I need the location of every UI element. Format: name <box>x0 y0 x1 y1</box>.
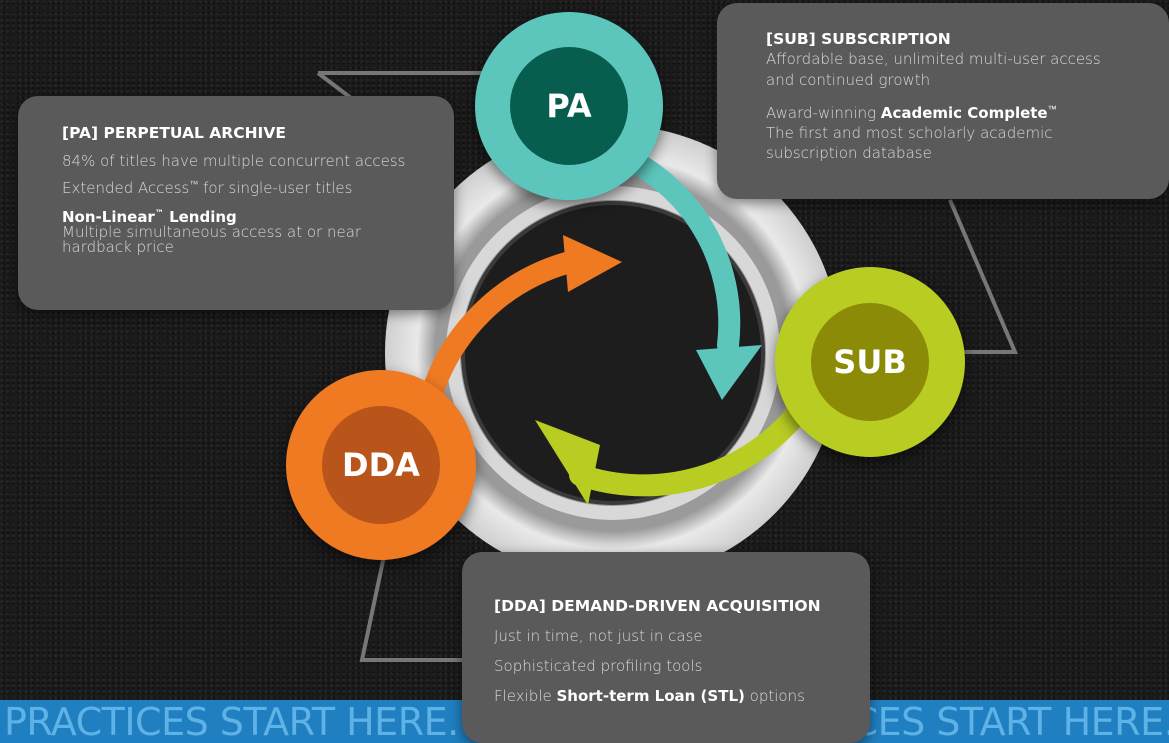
sub-award-winning: Award-winning <box>766 104 881 122</box>
pa-node-label: PA <box>510 47 628 165</box>
pa-line-1: 84% of titles have multiple concurrent a… <box>62 152 406 170</box>
sub-connector-line <box>948 199 1019 354</box>
sub-line-4: The first and most scholarly academic <box>766 124 1053 142</box>
dda-info-box: [DDA] DEMAND-DRIVEN ACQUISITION Just in … <box>462 552 870 743</box>
trademark: ™ <box>154 209 164 219</box>
pa-line-3: Non-Linear™ Lending <box>62 206 454 225</box>
pa-non-linear: Non-Linear <box>62 208 155 226</box>
sub-node-label: SUB <box>811 303 929 421</box>
pa-line-2-rest: for single-user titles <box>198 179 353 197</box>
dda-line-3: Flexible Short-term Loan (STL) options <box>494 687 870 705</box>
sub-line-2: and continued growth <box>766 71 931 89</box>
dda-short-term-loan: Short-term Loan (STL) <box>556 687 745 705</box>
pa-node: PA <box>475 12 663 200</box>
teal-arrowhead <box>696 345 762 400</box>
trademark: ™ <box>189 180 199 190</box>
orange-arrowhead <box>563 235 622 292</box>
lime-arrow <box>569 399 811 497</box>
teal-arrow <box>629 154 741 356</box>
sub-line-3: Award-winning Academic Complete™ <box>766 100 1169 123</box>
orange-arrow <box>419 251 581 411</box>
lime-arrowhead <box>535 420 600 505</box>
sub-academic-complete: Academic Complete <box>880 104 1048 122</box>
sub-info-box: [SUB] SUBSCRIPTION Affordable base, unli… <box>717 3 1169 199</box>
trademark: ™ <box>1047 105 1057 115</box>
pa-extended-access: Extended Access <box>62 179 190 197</box>
pa-lending: Lending <box>163 208 237 226</box>
pa-line-2: Extended Access™ for single-user titles <box>62 179 454 197</box>
pa-line-4: Multiple simultaneous access at or near <box>62 223 362 241</box>
sub-node: SUB <box>775 267 965 457</box>
sub-line-5: subscription database <box>766 144 932 162</box>
dda-line-1: Just in time, not just in case <box>494 627 703 645</box>
pa-info-box: [PA] PERPETUAL ARCHIVE 84% of titles hav… <box>18 96 454 310</box>
pa-title: [PA] PERPETUAL ARCHIVE <box>62 124 286 142</box>
dda-flexible: Flexible <box>494 687 557 705</box>
sub-title: [SUB] SUBSCRIPTION <box>766 30 951 48</box>
dda-node-label: DDA <box>322 406 440 524</box>
dda-options: options <box>744 687 805 705</box>
sub-line-1: Affordable base, unlimited multi-user ac… <box>766 50 1101 68</box>
dda-node: DDA <box>286 370 476 560</box>
pa-line-5: hardback price <box>62 238 174 256</box>
dda-title: [DDA] DEMAND-DRIVEN ACQUISITION <box>494 597 821 615</box>
dda-line-2: Sophisticated profiling tools <box>494 657 703 675</box>
